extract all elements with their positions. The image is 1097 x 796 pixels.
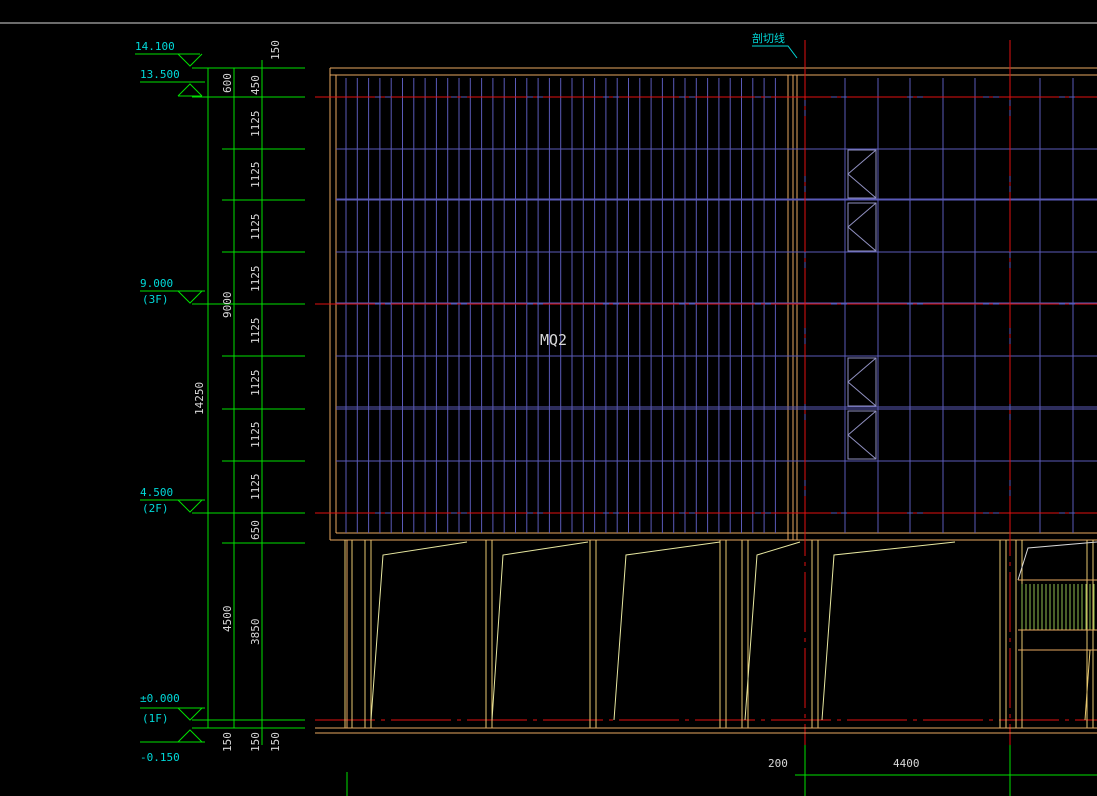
dim-text: 1125 (249, 266, 262, 293)
elevation-value: 13.500 (140, 68, 180, 81)
dim-text: 9000 (221, 292, 234, 319)
elevation-marker-13500: 13.500 (140, 68, 205, 97)
elevation-value: ±0.000 (140, 692, 180, 705)
dim-text: 1125 (249, 474, 262, 501)
dim-text: 200 (768, 757, 788, 770)
dimension-texts: 150 14250 150 600 9000 4500 150 450 1125… (193, 40, 282, 752)
operable-window-icon (847, 202, 877, 252)
floor-label: (2F) (142, 502, 169, 515)
cut-line-callout: 剖切线 (752, 31, 798, 59)
building-elevation (315, 40, 1097, 796)
dim-text: 450 (249, 75, 262, 95)
elevation-marker-0000: ±0.000 (1F) (140, 692, 205, 725)
dim-text: 1125 (249, 422, 262, 449)
elevation-marker-minus150: -0.150 (140, 729, 205, 764)
stair-edge (1084, 649, 1091, 721)
glass-door-outline (821, 541, 956, 721)
canopy-outline (1017, 541, 1097, 581)
glass-door-outline (613, 541, 721, 721)
dim-text: 1125 (249, 318, 262, 345)
dim-text: 150 (269, 40, 282, 60)
operable-window-swing (847, 410, 877, 460)
elevation-marker-9000: 9.000 (3F) (140, 277, 205, 306)
bottom-dimensions: 200 4400 (346, 745, 1097, 796)
floor-label: (3F) (142, 293, 169, 306)
floor-label: (1F) (142, 712, 169, 725)
dim-text: 150 (269, 732, 282, 752)
dim-text: 1125 (249, 370, 262, 397)
dimension-chains (192, 60, 305, 745)
dim-text: 1125 (249, 214, 262, 241)
glass-door-outline (491, 541, 589, 721)
operable-window-swing (847, 149, 877, 199)
elevation-marker-14100: 14.100 (135, 40, 203, 67)
elevation-value: 4.500 (140, 486, 173, 499)
dim-text: 4500 (221, 606, 234, 633)
operable-window-swing (847, 202, 877, 252)
operable-window-swing (847, 357, 877, 407)
dim-text: 4400 (893, 757, 920, 770)
operable-window-icon (847, 149, 877, 199)
dim-text: 1125 (249, 111, 262, 138)
panel-label: MQ2 (540, 331, 567, 349)
glass-door-outline (370, 541, 468, 721)
glass-door-outline (744, 541, 801, 721)
dim-text: 650 (249, 520, 262, 540)
operable-window-icon (847, 357, 877, 407)
elevation-marker-4500: 4.500 (2F) (140, 486, 205, 515)
dim-text: 600 (221, 73, 234, 93)
dim-text: 1125 (249, 162, 262, 189)
elevation-value: -0.150 (140, 751, 180, 764)
elevation-markers: 14.100 13.500 9.000 (3F) 4.500 (2F) (135, 40, 205, 764)
operable-window-icon (847, 410, 877, 460)
dim-text: 14250 (193, 382, 206, 415)
elevation-value: 9.000 (140, 277, 173, 290)
dim-text: 150 (249, 732, 262, 752)
dim-text: 150 (221, 732, 234, 752)
cut-line-label: 剖切线 (752, 31, 785, 45)
dim-text: 3850 (249, 619, 262, 646)
elevation-value: 14.100 (135, 40, 175, 53)
